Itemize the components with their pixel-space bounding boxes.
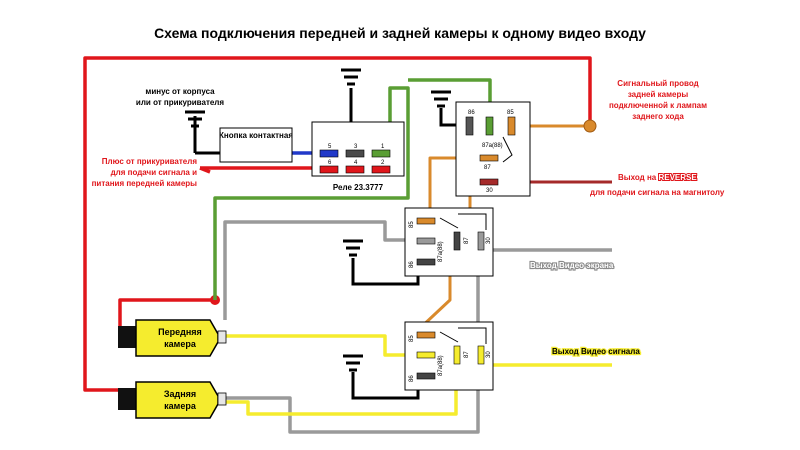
relay-name-label: Реле 23.3777 <box>333 183 384 192</box>
relay1-pin-30 <box>479 178 499 186</box>
signal-label-4: заднего хода <box>632 112 684 121</box>
pin-2 <box>371 165 391 174</box>
contact-button: Кнопка контактная <box>219 127 293 163</box>
ground-label-2: или от прикуривателя <box>136 98 224 107</box>
relay-23-3777: 5 3 1 6 4 2 Реле 23.3777 <box>311 121 405 192</box>
pin-1 <box>371 149 391 158</box>
relay1-pin-30-label: 30 <box>486 188 493 194</box>
pin-3-label: 3 <box>354 144 358 150</box>
relay2-pin-30 <box>477 231 485 251</box>
plus-label-2: для подачи сигнала и <box>111 168 198 177</box>
relay3-pin-85 <box>416 331 436 339</box>
relay3-pin-86 <box>416 372 436 380</box>
relay2-pin-85-label: 85 <box>409 221 415 228</box>
plus-label-3: питания передней камеры <box>92 179 198 188</box>
relay3-pin-87a <box>416 351 436 359</box>
relay3-pin-85-label: 85 <box>409 335 415 342</box>
rear-camera: Задняя камера <box>118 381 227 419</box>
relay2-pin-87a-label: 87a(88) <box>438 241 444 262</box>
relay2-pin-86 <box>416 258 436 266</box>
front-camera-label-1: Передняя <box>158 327 202 337</box>
relay2-pin-87 <box>453 231 461 251</box>
pin-4-label: 4 <box>354 160 358 166</box>
relay1-pin-87a-label: 87a(88) <box>482 143 503 149</box>
relay2-pin-87-label: 87 <box>464 237 470 244</box>
relay2-pin-86-label: 86 <box>409 261 415 268</box>
relay3-pin-86-label: 86 <box>409 375 415 382</box>
relay2-pin-30-label: 30 <box>486 237 492 244</box>
pin-5-label: 5 <box>328 144 332 150</box>
pin-3 <box>345 149 365 158</box>
diagram-title: Схема подключения передней и задней каме… <box>154 25 646 41</box>
reverse-label-2: для подачи сигнала на магнитолу <box>590 188 725 197</box>
relay2-pin-87a <box>416 237 436 245</box>
relay3-pin-30 <box>477 345 485 365</box>
pin-4 <box>345 165 365 174</box>
relay3-pin-87 <box>453 345 461 365</box>
pin-6 <box>319 165 339 174</box>
relay3-pin-87a-label: 87a(88) <box>438 355 444 376</box>
button-label: Кнопка контактная <box>219 131 293 140</box>
relay1-pin-coil <box>485 116 494 136</box>
yellow-wire <box>225 334 612 416</box>
relay1-pin-87-label: 87 <box>484 165 491 171</box>
relay1-pin-86-label: 86 <box>468 110 475 116</box>
relay1-pin-86 <box>465 116 474 136</box>
pin-1-label: 1 <box>381 144 385 150</box>
screen-output-label: Выход Видео экрана <box>530 261 614 270</box>
signal-label-2: задней камеры <box>628 90 689 99</box>
rear-camera-label-1: Задняя <box>164 389 196 399</box>
relay1-pin-85-label: 85 <box>507 110 514 116</box>
plus-label-1: Плюс от прикуривателя <box>102 157 198 166</box>
relay1-pin-85 <box>507 116 516 136</box>
relay3-pin-30-label: 30 <box>486 351 492 358</box>
signal-label-3: подключенной к лампам <box>609 101 707 110</box>
rear-camera-label-2: камера <box>164 401 197 411</box>
ground-label-1: минус от корпуса <box>145 87 215 96</box>
relay3-pin-87-label: 87 <box>464 351 470 358</box>
relay-screen: 85 87a(88) 86 87 30 <box>404 207 494 277</box>
front-camera-label-2: камера <box>164 339 197 349</box>
reverse-label-1: Выход на REVERSE <box>618 173 697 182</box>
front-camera: Передняя камера <box>118 319 227 357</box>
orange-junction-dot <box>583 119 597 133</box>
pin-2-label: 2 <box>381 160 385 166</box>
relay-reverse: 86 85 87a(88) 87 30 <box>455 101 531 197</box>
relay1-pin-87 <box>479 154 499 162</box>
red-wire <box>83 56 592 392</box>
pin-6-label: 6 <box>328 160 332 166</box>
relay-video: 85 87a(88) 86 87 30 <box>404 321 494 391</box>
pin-5 <box>319 149 339 158</box>
relay2-pin-85 <box>416 217 436 225</box>
video-output-label: Выход Видео сигнала <box>552 347 640 356</box>
signal-label-1: Сигнальный провод <box>617 79 698 88</box>
